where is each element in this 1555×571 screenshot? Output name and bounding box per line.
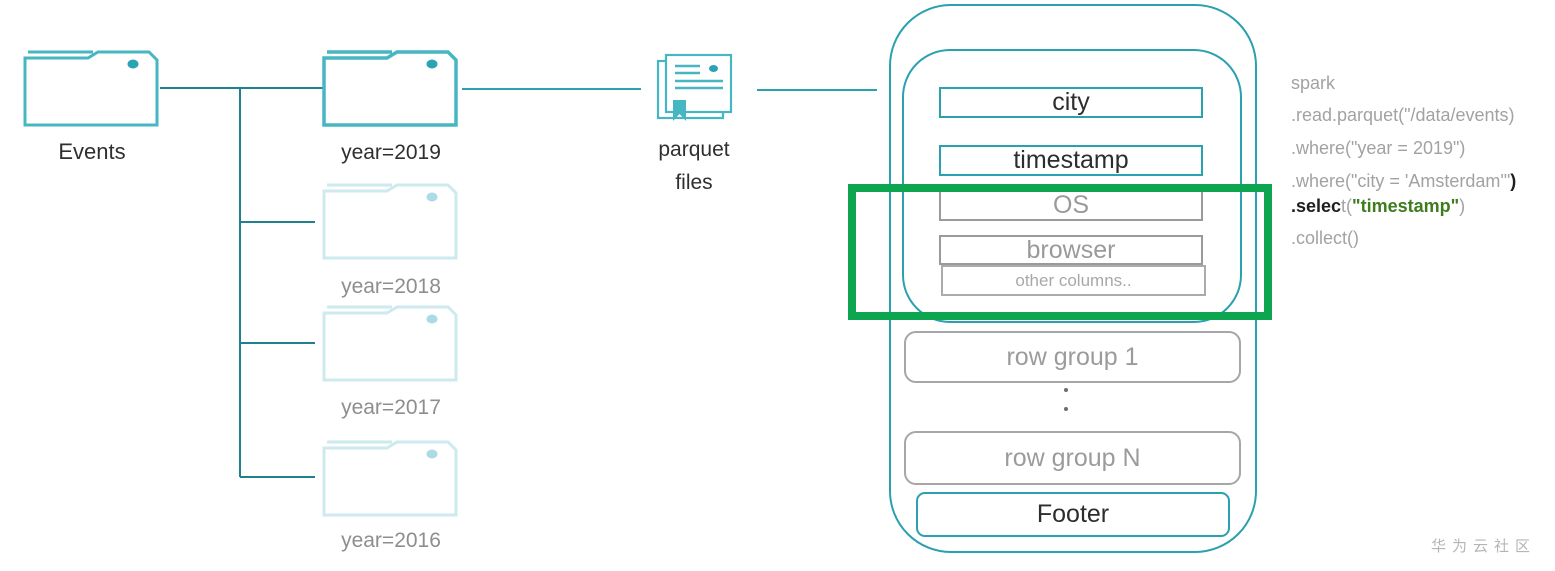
column-box-browser: browser [939,235,1203,265]
code-select-close-paren: ) [1459,196,1466,216]
watermark-text: 华为云社区 [1431,538,1537,555]
folder-label-year-2016: year=2016 [341,529,441,552]
highlight-rectangle [848,184,1272,320]
folder-icon [322,50,458,127]
row-group-1-label: row group 1 [1006,342,1139,371]
row-group-n-label: row group N [1004,443,1141,472]
folder-label-year-2017: year=2017 [341,396,441,419]
ellipsis-dot [1064,407,1068,411]
column-label-city: city [1052,88,1090,116]
column-label-other-columns: other columns.. [1015,270,1132,290]
folder-label-events: Events [58,139,126,164]
code-line-where-year: .where("year = 2019") [1291,138,1466,158]
code-line-collect: .collect() [1291,228,1360,248]
parquet-file-container [889,4,1257,553]
column-box-city: city [939,87,1203,118]
parquet-files-label-line2: files [675,171,713,194]
footer-box: Footer [916,492,1230,537]
code-line-spark: spark [1291,73,1336,93]
code-select-timestamp-arg: "timestamp" [1352,196,1460,216]
folder-label-year-2019: year=2019 [341,141,441,164]
row-group-1-box: row group 1 [904,331,1241,383]
column-label-browser: browser [1026,235,1116,264]
code-select-mid: t( [1341,196,1353,216]
column-label-os: OS [1052,191,1090,219]
code-line-select: .select("timestamp") [1291,196,1465,217]
column-box-timestamp: timestamp [939,145,1203,176]
ellipsis-dot [1064,388,1068,392]
column-box-other-columns: other columns.. [941,265,1206,296]
code-line-where-city: .where("city = 'Amsterdam'") [1291,171,1516,192]
parquet-files-label: parquet files [639,133,749,199]
folder-icon [322,183,458,260]
folder-icon [322,440,458,517]
folder-icon [322,305,458,382]
parquet-file-icon [656,53,733,121]
folder-label-year-2018: year=2018 [341,275,441,298]
parquet-files-label-line1: parquet [658,138,730,161]
code-select-prefix: .selec [1291,196,1342,216]
row-group-n-box: row group N [904,431,1241,485]
footer-label: Footer [1036,500,1110,528]
code-where-city-text: .where("city = 'Amsterdam'" [1291,171,1511,191]
column-label-timestamp: timestamp [1013,146,1129,174]
code-line-read-parquet: .read.parquet("/data/events) [1291,105,1515,125]
folder-icon [23,50,159,127]
code-where-city-paren: ) [1510,171,1517,191]
